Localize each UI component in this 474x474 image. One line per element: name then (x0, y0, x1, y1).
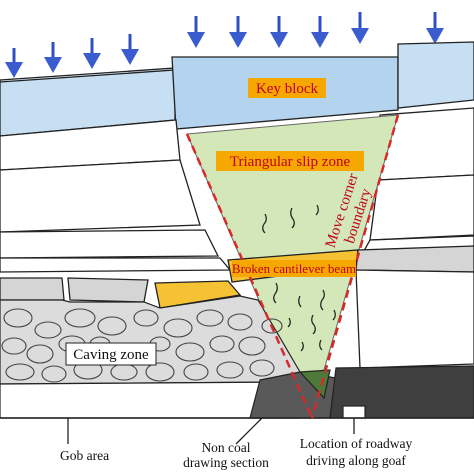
down-arrow-icon (351, 12, 369, 44)
down-arrow-icon (187, 16, 205, 48)
fracture-lines (262, 204, 336, 352)
callout-gob-area: Gob area (60, 418, 109, 463)
svg-text:Caving zone: Caving zone (73, 347, 149, 363)
down-arrow-icon (44, 42, 62, 73)
roadway-opening (342, 405, 366, 419)
down-arrow-icon (311, 16, 329, 48)
label-caving-zone: Caving zone (65, 342, 157, 366)
svg-text:driving along goaf: driving along goaf (306, 453, 406, 468)
immediate-roof (0, 245, 474, 369)
down-arrow-icon (83, 38, 101, 69)
down-arrow-icon (121, 34, 139, 65)
svg-text:drawing section: drawing section (183, 455, 269, 470)
caving-zone (0, 295, 301, 385)
down-arrow-icon (5, 48, 23, 78)
callout-non-coal-drawing-section: Non coal drawing section (183, 417, 269, 470)
coal-seam (0, 365, 474, 419)
svg-text:Gob area: Gob area (60, 448, 109, 463)
svg-text:Key block: Key block (256, 81, 319, 97)
svg-text:Triangular slip zone: Triangular slip zone (230, 154, 351, 170)
svg-text:Location of roadway: Location of roadway (300, 436, 413, 451)
down-arrow-icon (270, 16, 288, 48)
label-triangular-slip-zone: Triangular slip zone (216, 151, 364, 171)
svg-text:Non coal: Non coal (201, 440, 250, 455)
down-arrow-icon (229, 16, 247, 48)
coal-fragment (154, 280, 242, 309)
label-key-block: Key block (248, 78, 326, 98)
down-arrow-icon (426, 12, 444, 44)
overburden-load-arrows (5, 12, 444, 78)
label-broken-cantilever-beam: Broken cantilever beam (232, 260, 356, 277)
intermediate-strata (0, 107, 474, 259)
svg-text:Broken cantilever beam: Broken cantilever beam (232, 261, 356, 276)
callout-roadway-location: Location of roadway driving along goaf (300, 418, 413, 468)
